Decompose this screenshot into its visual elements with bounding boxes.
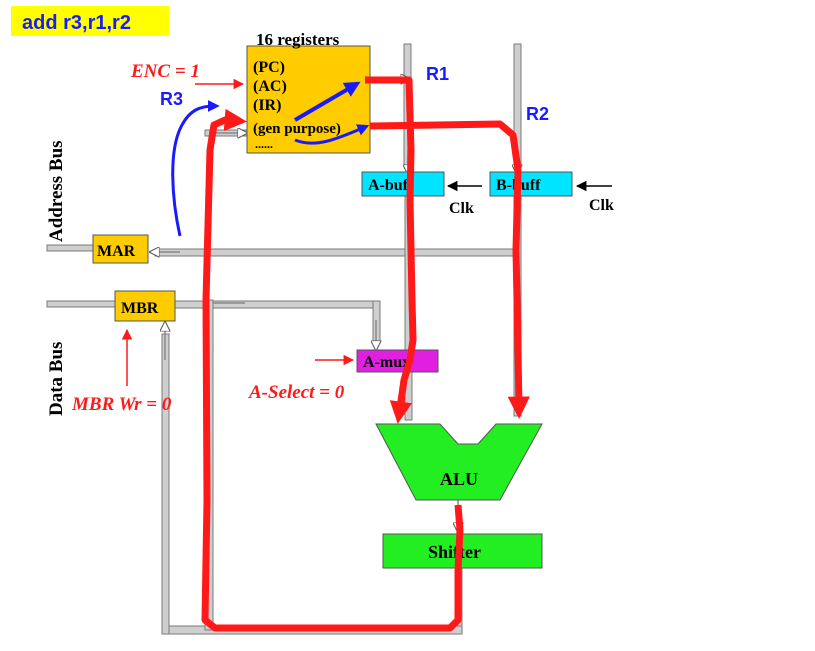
register-gen-purpose: (gen purpose) xyxy=(253,121,341,137)
a-mux-block xyxy=(356,349,439,373)
a-buff-block xyxy=(361,171,445,197)
enc-signal: ENC = 1 xyxy=(130,61,200,82)
alu-label: ALU xyxy=(440,469,478,489)
data-bus-line xyxy=(46,300,116,308)
path-result-to-r3 xyxy=(201,108,464,632)
mbr-block xyxy=(114,290,176,322)
data-bus-label: Data Bus xyxy=(46,342,67,416)
address-bus-line xyxy=(46,244,94,252)
register-ac: (AC) xyxy=(253,78,287,95)
mar-block xyxy=(92,234,149,264)
reg-select-blue-arrow-2 xyxy=(294,124,370,145)
a-mux-label: A-mux xyxy=(363,354,410,371)
mbr-wr-signal: MBR Wr = 0 xyxy=(71,394,172,415)
path-r1-to-alu xyxy=(365,76,417,424)
register-pc: (PC) xyxy=(253,59,285,76)
b-buff-block xyxy=(489,171,573,197)
title-box xyxy=(11,6,169,36)
mbr-label: MBR xyxy=(121,300,159,317)
r2-label: R2 xyxy=(526,104,549,124)
title: add r3,r1,r2 xyxy=(22,12,131,34)
clk-a-label: Clk xyxy=(449,200,474,217)
register-more: ...... xyxy=(255,137,273,151)
path-r2-to-alu xyxy=(369,120,530,419)
register-heading: 16 registers xyxy=(256,30,340,49)
register-file xyxy=(246,45,371,154)
alu-block xyxy=(375,423,543,501)
r3-label: R3 xyxy=(160,89,183,109)
a-select-signal: A-Select = 0 xyxy=(248,382,345,403)
r1-label: R1 xyxy=(426,64,449,84)
clk-b-label: Clk xyxy=(589,197,614,214)
a-buff-label: A-buff xyxy=(368,177,414,194)
return-bus-left xyxy=(161,333,170,635)
address-bus-label: Address Bus xyxy=(46,140,67,242)
mar-label: MAR xyxy=(97,243,136,260)
reg-select-blue-arrow-1 xyxy=(293,81,361,122)
r3-blue-arrow xyxy=(171,100,220,237)
shifter-label: Shifter xyxy=(428,542,481,562)
register-ir: (IR) xyxy=(253,97,281,114)
